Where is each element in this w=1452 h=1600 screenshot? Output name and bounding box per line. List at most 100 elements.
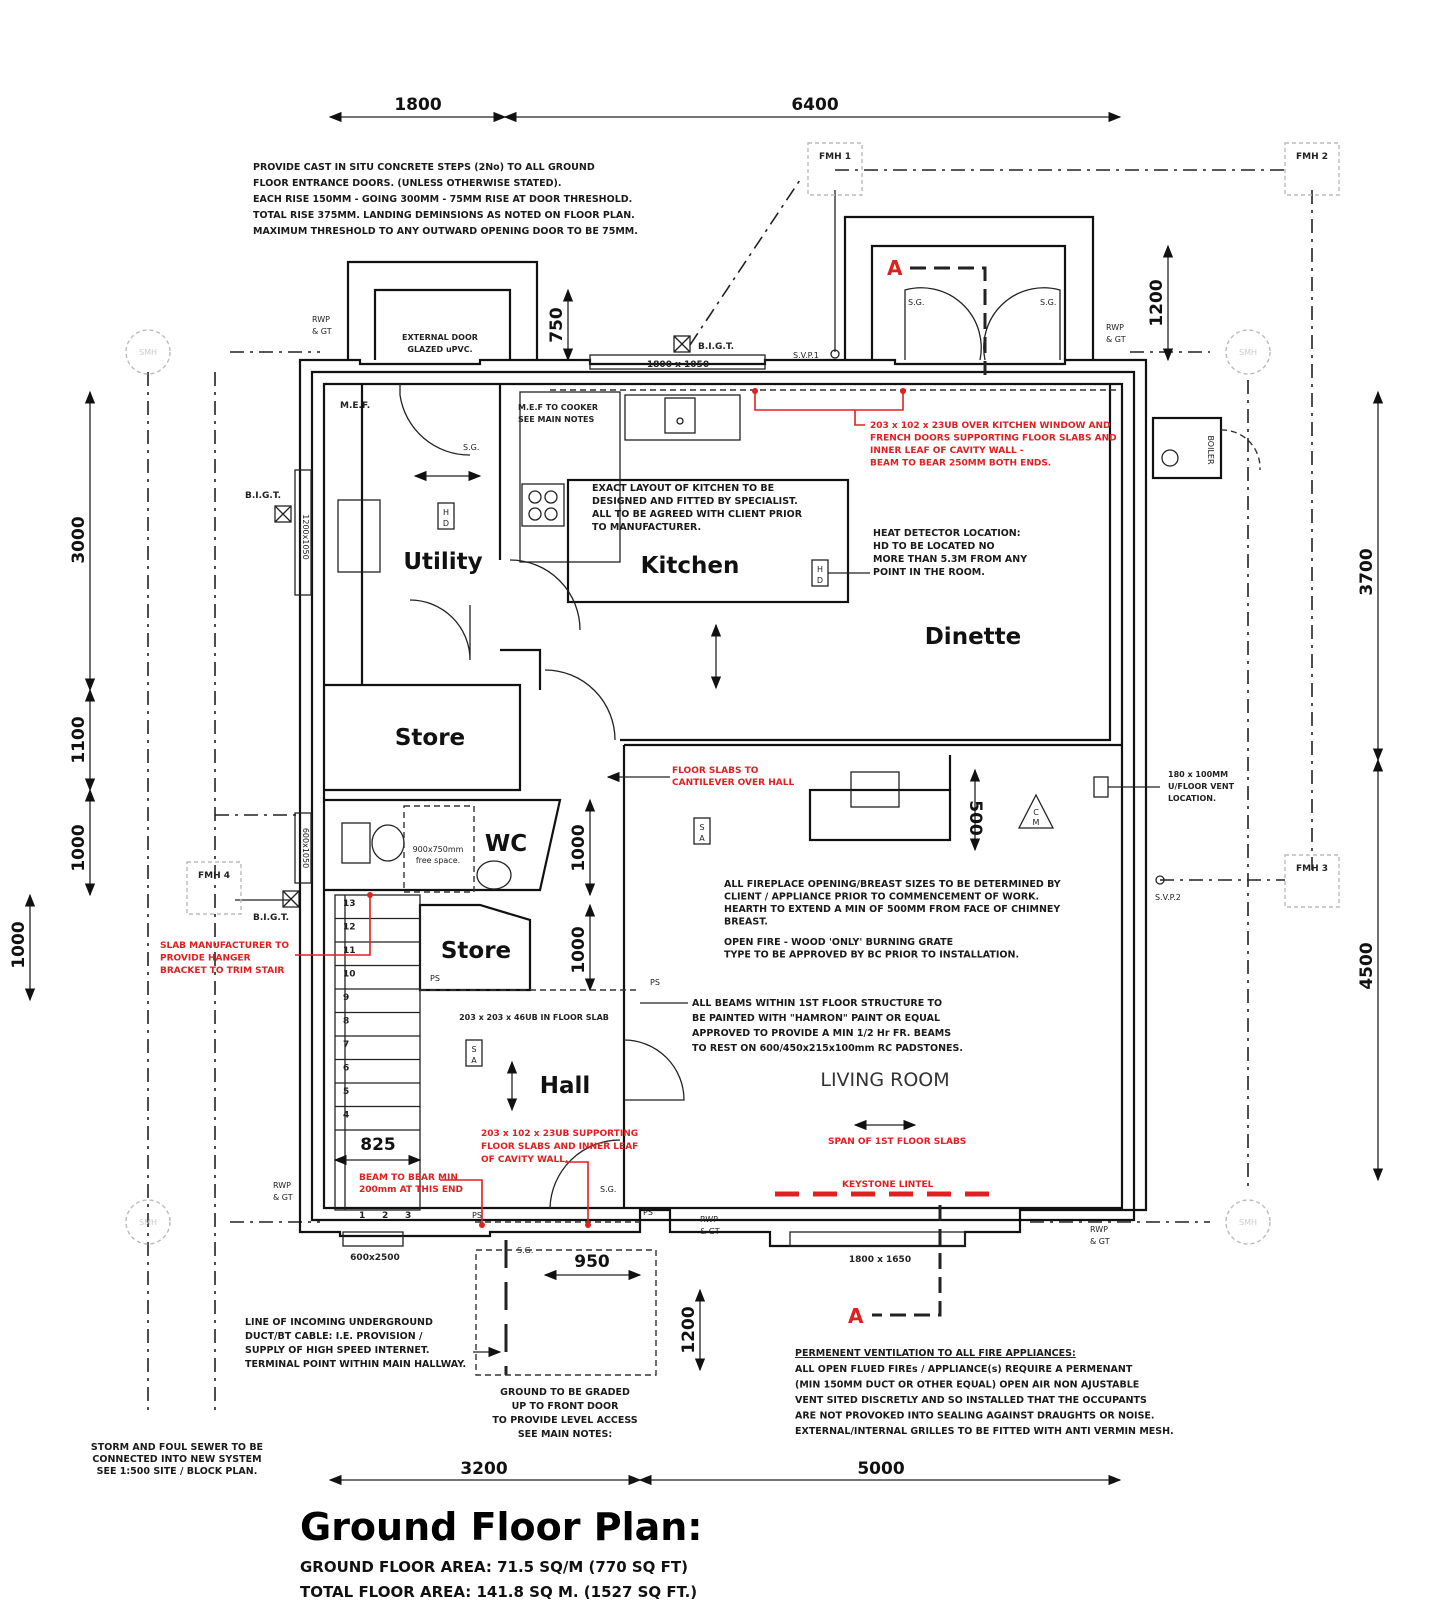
ground-graded-note-line-4: SEE MAIN NOTES:: [518, 1429, 612, 1440]
rwp-label-1: RWP: [312, 315, 330, 324]
kitchen-layout-note-line-2: DESIGNED AND FITTED BY SPECIALIST.: [592, 496, 798, 507]
door-hall-kitchen: [544, 669, 616, 741]
keystone-note: KEYSTONE LINTEL: [842, 1180, 934, 1190]
door-utility-external: [399, 384, 471, 456]
svp2-label: S.V.P.2: [1155, 893, 1181, 902]
steps-note-line-1: PROVIDE CAST IN SITU CONCRETE STEPS (2No…: [253, 162, 595, 173]
stair-number: 7: [343, 1040, 349, 1050]
smh-chamber-4: [1225, 1199, 1271, 1245]
kitchen-island: [566, 478, 850, 604]
kitchen-beam-note-line-1: 203 x 102 x 23UB OVER KITCHEN WINDOW AND: [870, 421, 1111, 431]
ps-label-4: PS: [643, 1208, 653, 1217]
section-a-top: A: [887, 256, 903, 280]
gt-label-3: & GT: [273, 1193, 293, 1202]
hd-utility-d: D: [443, 519, 449, 528]
room-store-upper: Store: [395, 725, 465, 751]
window-utility: [294, 469, 312, 596]
free-space-line-1: 900x750mm: [413, 845, 464, 854]
cantilever-note-line-1: FLOOR SLABS TO: [672, 766, 759, 776]
heat-detector-note-line-4: POINT IN THE ROOM.: [873, 567, 985, 578]
dim-500: 500: [965, 800, 985, 836]
dim-1200-french: 1200: [1147, 279, 1167, 326]
fmh3-label: FMH 3: [1296, 864, 1328, 874]
french-canopy-outer: [843, 215, 1095, 360]
dim-1100: 1100: [69, 716, 89, 763]
steps-note-line-4: TOTAL RISE 375MM. LANDING DEMINSIONS AS …: [253, 210, 635, 221]
kitchen-sink: [624, 394, 741, 441]
hd-utility-icon: H D: [437, 502, 455, 530]
svp1-icon: [830, 349, 840, 359]
floor-vent-line-3: LOCATION.: [1168, 794, 1216, 803]
smh-label-3: SMH: [139, 1218, 157, 1227]
cm-m: M: [1033, 818, 1040, 827]
mef-label: M.E.F.: [340, 401, 370, 411]
dim-3700: 3700: [1357, 548, 1377, 595]
cantilever-note-line-2: CANTILEVER OVER HALL: [672, 778, 794, 788]
boiler-door-swing: [1220, 429, 1261, 471]
sa-living-s: S: [699, 823, 704, 832]
wc-free-space: [403, 805, 475, 893]
svp2-icon: [1155, 875, 1165, 885]
cm-c: C: [1033, 808, 1039, 817]
hd-kitchen-d: D: [817, 576, 823, 585]
fireplace-note-line-1: ALL FIREPLACE OPENING/BREAST SIZES TO BE…: [724, 879, 1061, 890]
ps-label-1: PS: [430, 974, 440, 983]
room-kitchen: Kitchen: [641, 553, 740, 579]
heat-detector-note-line-3: MORE THAN 5.3M FROM ANY: [873, 554, 1027, 565]
smh-label-4: SMH: [1239, 1218, 1257, 1227]
wall-wc: [324, 798, 562, 892]
fmh3-chamber: [1284, 854, 1340, 908]
co-monitor-icon: C M: [1017, 793, 1055, 829]
sewer-note-line-1: STORM AND FOUL SEWER TO BE: [91, 1442, 263, 1453]
kitchen-beam-leader: [754, 391, 904, 411]
wall-kitchen-bottom: [620, 384, 1112, 742]
windows: [294, 354, 966, 1247]
hob-ring-icon: [528, 507, 542, 521]
steps-note-line-2: FLOOR ENTRANCE DOORS. (UNLESS OTHERWISE …: [253, 178, 561, 189]
ground-floor-area: GROUND FLOOR AREA: 71.5 SQ/M (770 SQ FT): [300, 1558, 688, 1576]
sa-living-a: A: [699, 834, 705, 843]
stair-number: 9: [343, 993, 349, 1003]
stair-number: 1: [359, 1211, 365, 1221]
fmh2-label: FMH 2: [1296, 152, 1328, 162]
bigt-left-top-label: B.I.G.T.: [245, 491, 281, 501]
door-front: [549, 1139, 621, 1209]
ground-graded-note-line-1: GROUND TO BE GRADED: [500, 1387, 630, 1398]
room-dinette: Dinette: [925, 624, 1022, 650]
kitchen-beam-note-line-4: BEAM TO BEAR 250MM BOTH ENDS.: [870, 459, 1051, 469]
hall-beam-note-line-1: 203 x 102 x 23UB SUPPORTING: [481, 1129, 638, 1139]
fmh4-chamber: [186, 861, 242, 915]
beam-bearing-dot: [900, 388, 906, 394]
window-kitchen-size: 1800 x 1050: [647, 360, 709, 370]
fmh1-chamber: [807, 142, 863, 196]
window-living: [789, 1231, 966, 1247]
beam-bear-note-line-2: 200mm AT THIS END: [359, 1185, 463, 1195]
free-space-line-2: free space.: [416, 856, 460, 865]
door-utility-kitchen: [509, 559, 581, 631]
kitchen-layout-note-line-3: ALL TO BE AGREED WITH CLIENT PRIOR: [592, 509, 803, 520]
wall-hall-nib: [500, 648, 542, 690]
dim-1000-inner: 1000: [69, 824, 89, 871]
kitchen-worktop: [519, 391, 621, 563]
inner-wall: [322, 382, 1124, 1210]
door-living: [623, 1039, 685, 1101]
hanger-note-line-1: SLAB MANUFACTURER TO: [160, 941, 289, 951]
smh-label-2: SMH: [1239, 348, 1257, 357]
dim-6400: 6400: [791, 95, 838, 115]
dim-store-1000: 1000: [569, 926, 589, 973]
stair-number: 13: [343, 899, 356, 909]
smh-chamber-3: [125, 1199, 171, 1245]
hd-kitchen-h: H: [817, 565, 823, 574]
sa-hall-s: S: [471, 1045, 476, 1054]
window-kitchen: [589, 354, 766, 370]
room-hall: Hall: [540, 1073, 591, 1099]
span-note: SPAN OF 1ST FLOOR SLABS: [828, 1137, 966, 1147]
building-walls: [298, 215, 1261, 1248]
stair-number: 11: [343, 946, 356, 956]
total-floor-area: TOTAL FLOOR AREA: 141.8 SQ M. (1527 SQ F…: [300, 1583, 697, 1600]
hob-ring-icon: [544, 490, 558, 504]
gt-label-5: & GT: [1090, 1237, 1110, 1246]
beams-note-line-1: ALL BEAMS WITHIN 1ST FLOOR STRUCTURE TO: [692, 998, 942, 1009]
